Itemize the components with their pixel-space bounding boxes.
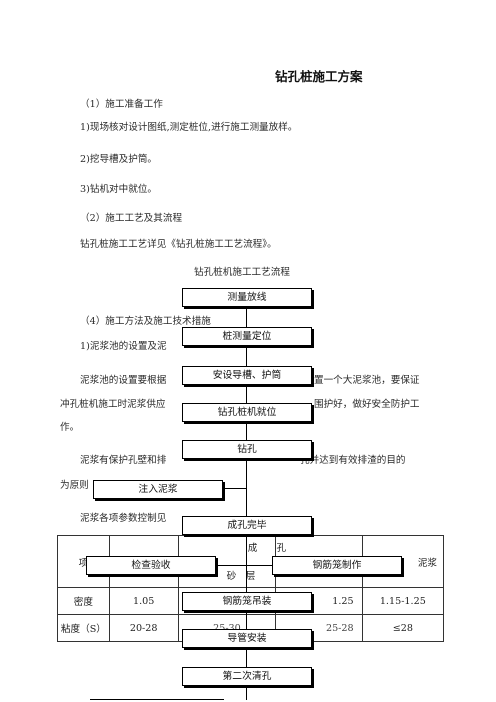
paragraph: 2)挖导槽及护筒。	[80, 154, 158, 165]
table-cell: ≤28	[361, 614, 445, 642]
flow-step-box: 安设导槽、护筒	[182, 366, 312, 385]
document-title: 钻孔桩施工方案	[275, 69, 363, 84]
section-heading: （4）施工方法及施工技术措施	[80, 316, 211, 327]
paragraph: 置一个大泥浆池，要保证	[314, 375, 420, 386]
table-cell: 密度	[57, 587, 110, 615]
paragraph: 孔并达到有效排渣的目的	[300, 455, 406, 466]
paragraph: 1)泥浆池的设置及泥	[80, 341, 167, 352]
paragraph: 冲孔桩机施工时泥浆供应	[60, 399, 166, 410]
flow-step-box: 钻孔	[182, 440, 312, 459]
table-cell: 1.05	[108, 587, 179, 615]
flow-connector	[221, 488, 246, 489]
flow-connector	[214, 565, 272, 566]
flow-step-box: 第二次清孔	[182, 667, 312, 686]
paragraph: 作。	[60, 422, 80, 433]
paragraph: 3)钻机对中就位。	[80, 184, 158, 195]
flow-step-box: 导管安装	[182, 629, 312, 648]
mud-parameter-table: 项 成 孔 砂 层 泥浆 密度 1.05 1.25 1.15-1.25 粘度（S…	[57, 535, 445, 642]
section-heading: （2）施工工艺及其流程	[80, 213, 183, 224]
flow-step-box: 钢筋笼制作	[272, 556, 402, 575]
table-cell: 粘度（S）	[57, 614, 110, 642]
paragraph: 为原则	[60, 480, 89, 491]
flow-step-box: 桩测量定位	[182, 327, 312, 346]
table-cell: 1.15-1.25	[361, 587, 445, 615]
table-row: 粘度（S） 20-28 25-30 25-28 ≤28	[57, 614, 445, 642]
flow-step-box: 检查验收	[86, 556, 216, 575]
paragraph: 泥浆池的设置要根据	[80, 375, 167, 386]
flow-step-box: 测量放线	[182, 288, 312, 307]
table-cell: 20-28	[108, 614, 179, 642]
paragraph: 泥浆有保护孔壁和排	[80, 455, 167, 466]
paragraph: 围护好，做好安全防护工	[314, 399, 420, 410]
flow-step-box: 成孔完毕	[182, 516, 312, 535]
table-header-mid-bottom: 砂 层	[226, 571, 256, 582]
table-header-cell: 成 孔 砂 层	[177, 535, 286, 588]
table-row: 密度 1.05 1.25 1.15-1.25	[57, 587, 445, 615]
section-heading: （1）施工准备工作	[80, 99, 163, 110]
flow-step-box: 钻孔桩机就位	[182, 403, 312, 422]
flow-connector	[90, 699, 224, 700]
paragraph: 钻孔桩施工工艺详见《钻孔桩施工工艺流程》。	[80, 239, 277, 250]
paragraph: 1)现场核对设计图纸,测定桩位,进行施工测量放样。	[80, 122, 298, 133]
flow-step-box: 钢筋笼吊装	[182, 592, 312, 611]
flowchart-caption: 钻孔桩机施工工艺流程	[194, 267, 290, 278]
table-header-mid-top: 成 孔	[247, 543, 287, 554]
flow-connector	[246, 305, 247, 700]
flow-step-box: 注入泥浆	[93, 480, 223, 499]
paragraph: 泥浆各项参数控制见	[80, 513, 167, 524]
